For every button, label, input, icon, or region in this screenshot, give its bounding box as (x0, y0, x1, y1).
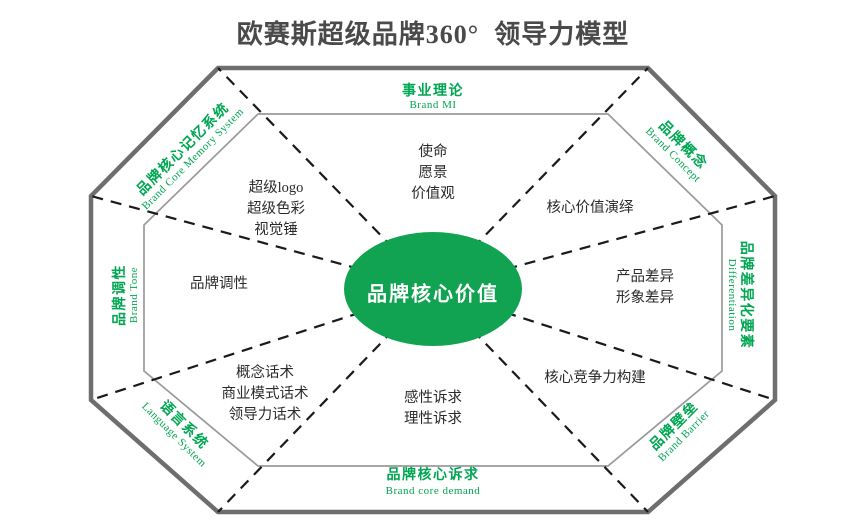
sector-bottom-left-line-0: 概念话术 (236, 363, 294, 381)
sector-text-bottom-left: 概念话术 商业模式话术 领导力话术 (222, 363, 309, 423)
sector-left-line-0: 品牌调性 (190, 275, 248, 292)
ring-label-top-cn: 事业理论 (402, 82, 464, 99)
ring-label-bottom: 品牌核心诉求 Brand core demand (386, 466, 481, 497)
sector-right-line-0: 产品差异 (616, 268, 674, 285)
sector-bottom-line-1: 理性诉求 (404, 410, 462, 427)
ring-label-right: 品牌差异化要素 Differentiation (726, 241, 755, 350)
core-label: 品牌核心价值 (367, 282, 499, 306)
ray-bottom-right (432, 288, 649, 513)
ring-label-left-cn: 品牌调性 (111, 264, 128, 326)
ring-label-bottom-cn: 品牌核心诉求 (387, 466, 480, 483)
sector-top-right-line-0: 核心价值演绎 (547, 199, 634, 216)
sector-text-bottom: 感性诉求 理性诉求 (404, 389, 462, 427)
page-title: 欧赛斯超级品牌360° 领导力模型 (236, 20, 630, 49)
ring-label-top-left: 品牌核心记忆系统 Brand Core Memory System (133, 99, 247, 213)
ring-label-top-left-cn: 品牌核心记忆系统 (133, 99, 233, 199)
ring-label-bottom-right: 品牌壁垒 Brand Barrier (646, 398, 712, 464)
ring-label-left: 品牌调性 Brand Tone (111, 264, 140, 326)
ray-top-right (432, 67, 649, 290)
sector-right-line-1: 形象差异 (616, 289, 674, 306)
sector-top-left-line-0: 超级logo (249, 179, 304, 196)
sector-top-line-1: 愿景 (419, 165, 448, 181)
ring-label-bottom-en: Brand core demand (386, 485, 481, 497)
sector-top-line-2: 价值观 (411, 185, 455, 202)
sector-top-line-0: 使命 (419, 142, 448, 160)
sector-bottom-left-line-1: 商业模式话术 (222, 385, 309, 402)
ring-label-top-left-en: Brand Core Memory System (140, 106, 247, 213)
sector-top-left-line-1: 超级色彩 (247, 200, 305, 217)
inner-octagon (143, 113, 723, 467)
sector-text-left: 品牌调性 (190, 275, 248, 292)
ring-label-right-cn: 品牌差异化要素 (738, 241, 755, 350)
sector-bottom-line-0: 感性诉求 (404, 389, 462, 406)
sector-text-top-left: 超级logo 超级色彩 视觉锤 (247, 179, 305, 238)
sector-text-top: 使命 愿景 价值观 (411, 142, 455, 202)
sector-text-top-right: 核心价值演绎 (547, 199, 634, 216)
sector-text-bottom-right: 核心竞争力构建 (544, 368, 646, 386)
ring-label-top-en: Brand MI (409, 99, 456, 111)
ring-label-right-en: Differentiation (726, 259, 738, 332)
ray-top-left (217, 67, 434, 290)
ray-bottom-left (217, 288, 434, 513)
sector-text-right: 产品差异 形象差异 (616, 268, 674, 306)
sector-top-left-line-2: 视觉锤 (254, 221, 298, 238)
sector-bottom-right-line-0: 核心竞争力构建 (544, 368, 646, 386)
core-ellipse (344, 232, 522, 346)
ring-label-left-en: Brand Tone (128, 267, 140, 323)
sector-bottom-left-line-2: 领导力话术 (229, 406, 302, 423)
ring-label-top: 事业理论 Brand MI (402, 82, 464, 111)
